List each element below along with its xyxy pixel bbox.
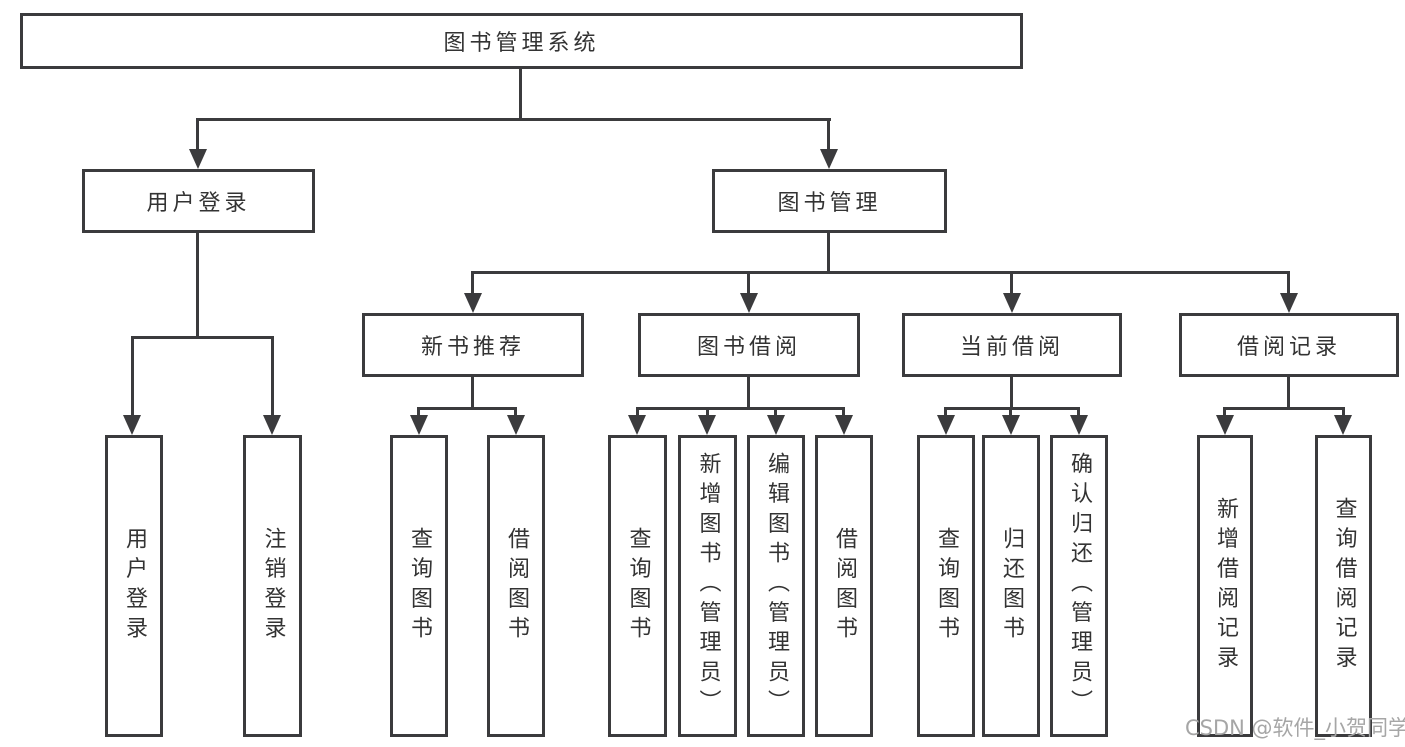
connector-line [471,377,474,407]
node-new-book-recommendation: 新书推荐 [362,313,584,377]
arrowhead-down [937,415,955,435]
arrowhead-down [628,415,646,435]
connector-line [1223,407,1226,419]
connector-line [1009,407,1012,419]
arrowhead-down [464,293,482,313]
connector-line [706,407,709,419]
arrowhead-down [1334,415,1352,435]
leaf-borrow-books-borrowing: 借阅图书 [815,435,873,737]
arrowhead-down [767,415,785,435]
leaf-user-login: 用户登录 [105,435,163,737]
connector-line [1077,407,1080,419]
arrowhead-down [507,415,525,435]
connector-line [827,233,830,271]
arrowhead-down [698,415,716,435]
connector-line [514,407,517,419]
leaf-confirm-return-admin: 确认归还（管理员） [1050,435,1108,737]
leaf-query-borrow-record: 查询借阅记录 [1315,435,1372,737]
connector-line [747,377,750,407]
connector-line [1010,271,1013,296]
leaf-logout: 注销登录 [243,435,302,737]
connector-line [636,407,639,419]
arrowhead-down [1003,293,1021,313]
connector-line [417,407,420,419]
leaf-return-books: 归还图书 [982,435,1040,737]
connector-line [196,118,199,152]
connector-line [131,336,274,339]
connector-line [944,407,947,419]
connector-line [944,407,1080,410]
leaf-query-books-borrowing: 查询图书 [608,435,667,737]
arrowhead-down [740,293,758,313]
connector-line [471,271,474,296]
arrowhead-down [189,149,207,169]
arrowhead-down [263,415,281,435]
leaf-add-borrow-record: 新增借阅记录 [1197,435,1253,737]
connector-line [636,407,845,410]
arrowhead-down [820,149,838,169]
node-library-management-system: 图书管理系统 [20,13,1023,69]
leaf-edit-books-admin: 编辑图书（管理员） [747,435,805,737]
node-current-borrowing: 当前借阅 [902,313,1122,377]
connector-line [1342,407,1345,419]
arrowhead-down [835,415,853,435]
connector-line [1223,407,1345,410]
connector-line [842,407,845,419]
connector-line [747,271,750,296]
connector-line [196,233,199,336]
arrowhead-down [1002,415,1020,435]
node-user-login: 用户登录 [82,169,315,233]
connector-line [131,336,134,418]
connector-line [196,118,831,121]
leaf-borrow-books-recommend: 借阅图书 [487,435,545,737]
connector-line [519,69,522,118]
arrowhead-down [1070,415,1088,435]
csdn-watermark: CSDN @软件_小贺同学 [1185,716,1405,740]
connector-line [271,336,274,418]
connector-line [1287,377,1290,407]
arrowhead-down [1216,415,1234,435]
connector-line [417,407,517,410]
connector-line [1287,271,1290,296]
node-borrowing-records: 借阅记录 [1179,313,1399,377]
leaf-add-books-admin: 新增图书（管理员） [678,435,737,737]
leaf-query-books-current: 查询图书 [917,435,975,737]
node-book-borrowing: 图书借阅 [638,313,860,377]
connector-line [827,118,830,152]
arrowhead-down [1280,293,1298,313]
leaf-query-books-recommend: 查询图书 [390,435,448,737]
connector-line [1010,377,1013,407]
connector-line [774,407,777,419]
arrowhead-down [123,415,141,435]
node-book-management: 图书管理 [712,169,947,233]
arrowhead-down [410,415,428,435]
connector-line [471,271,1290,274]
